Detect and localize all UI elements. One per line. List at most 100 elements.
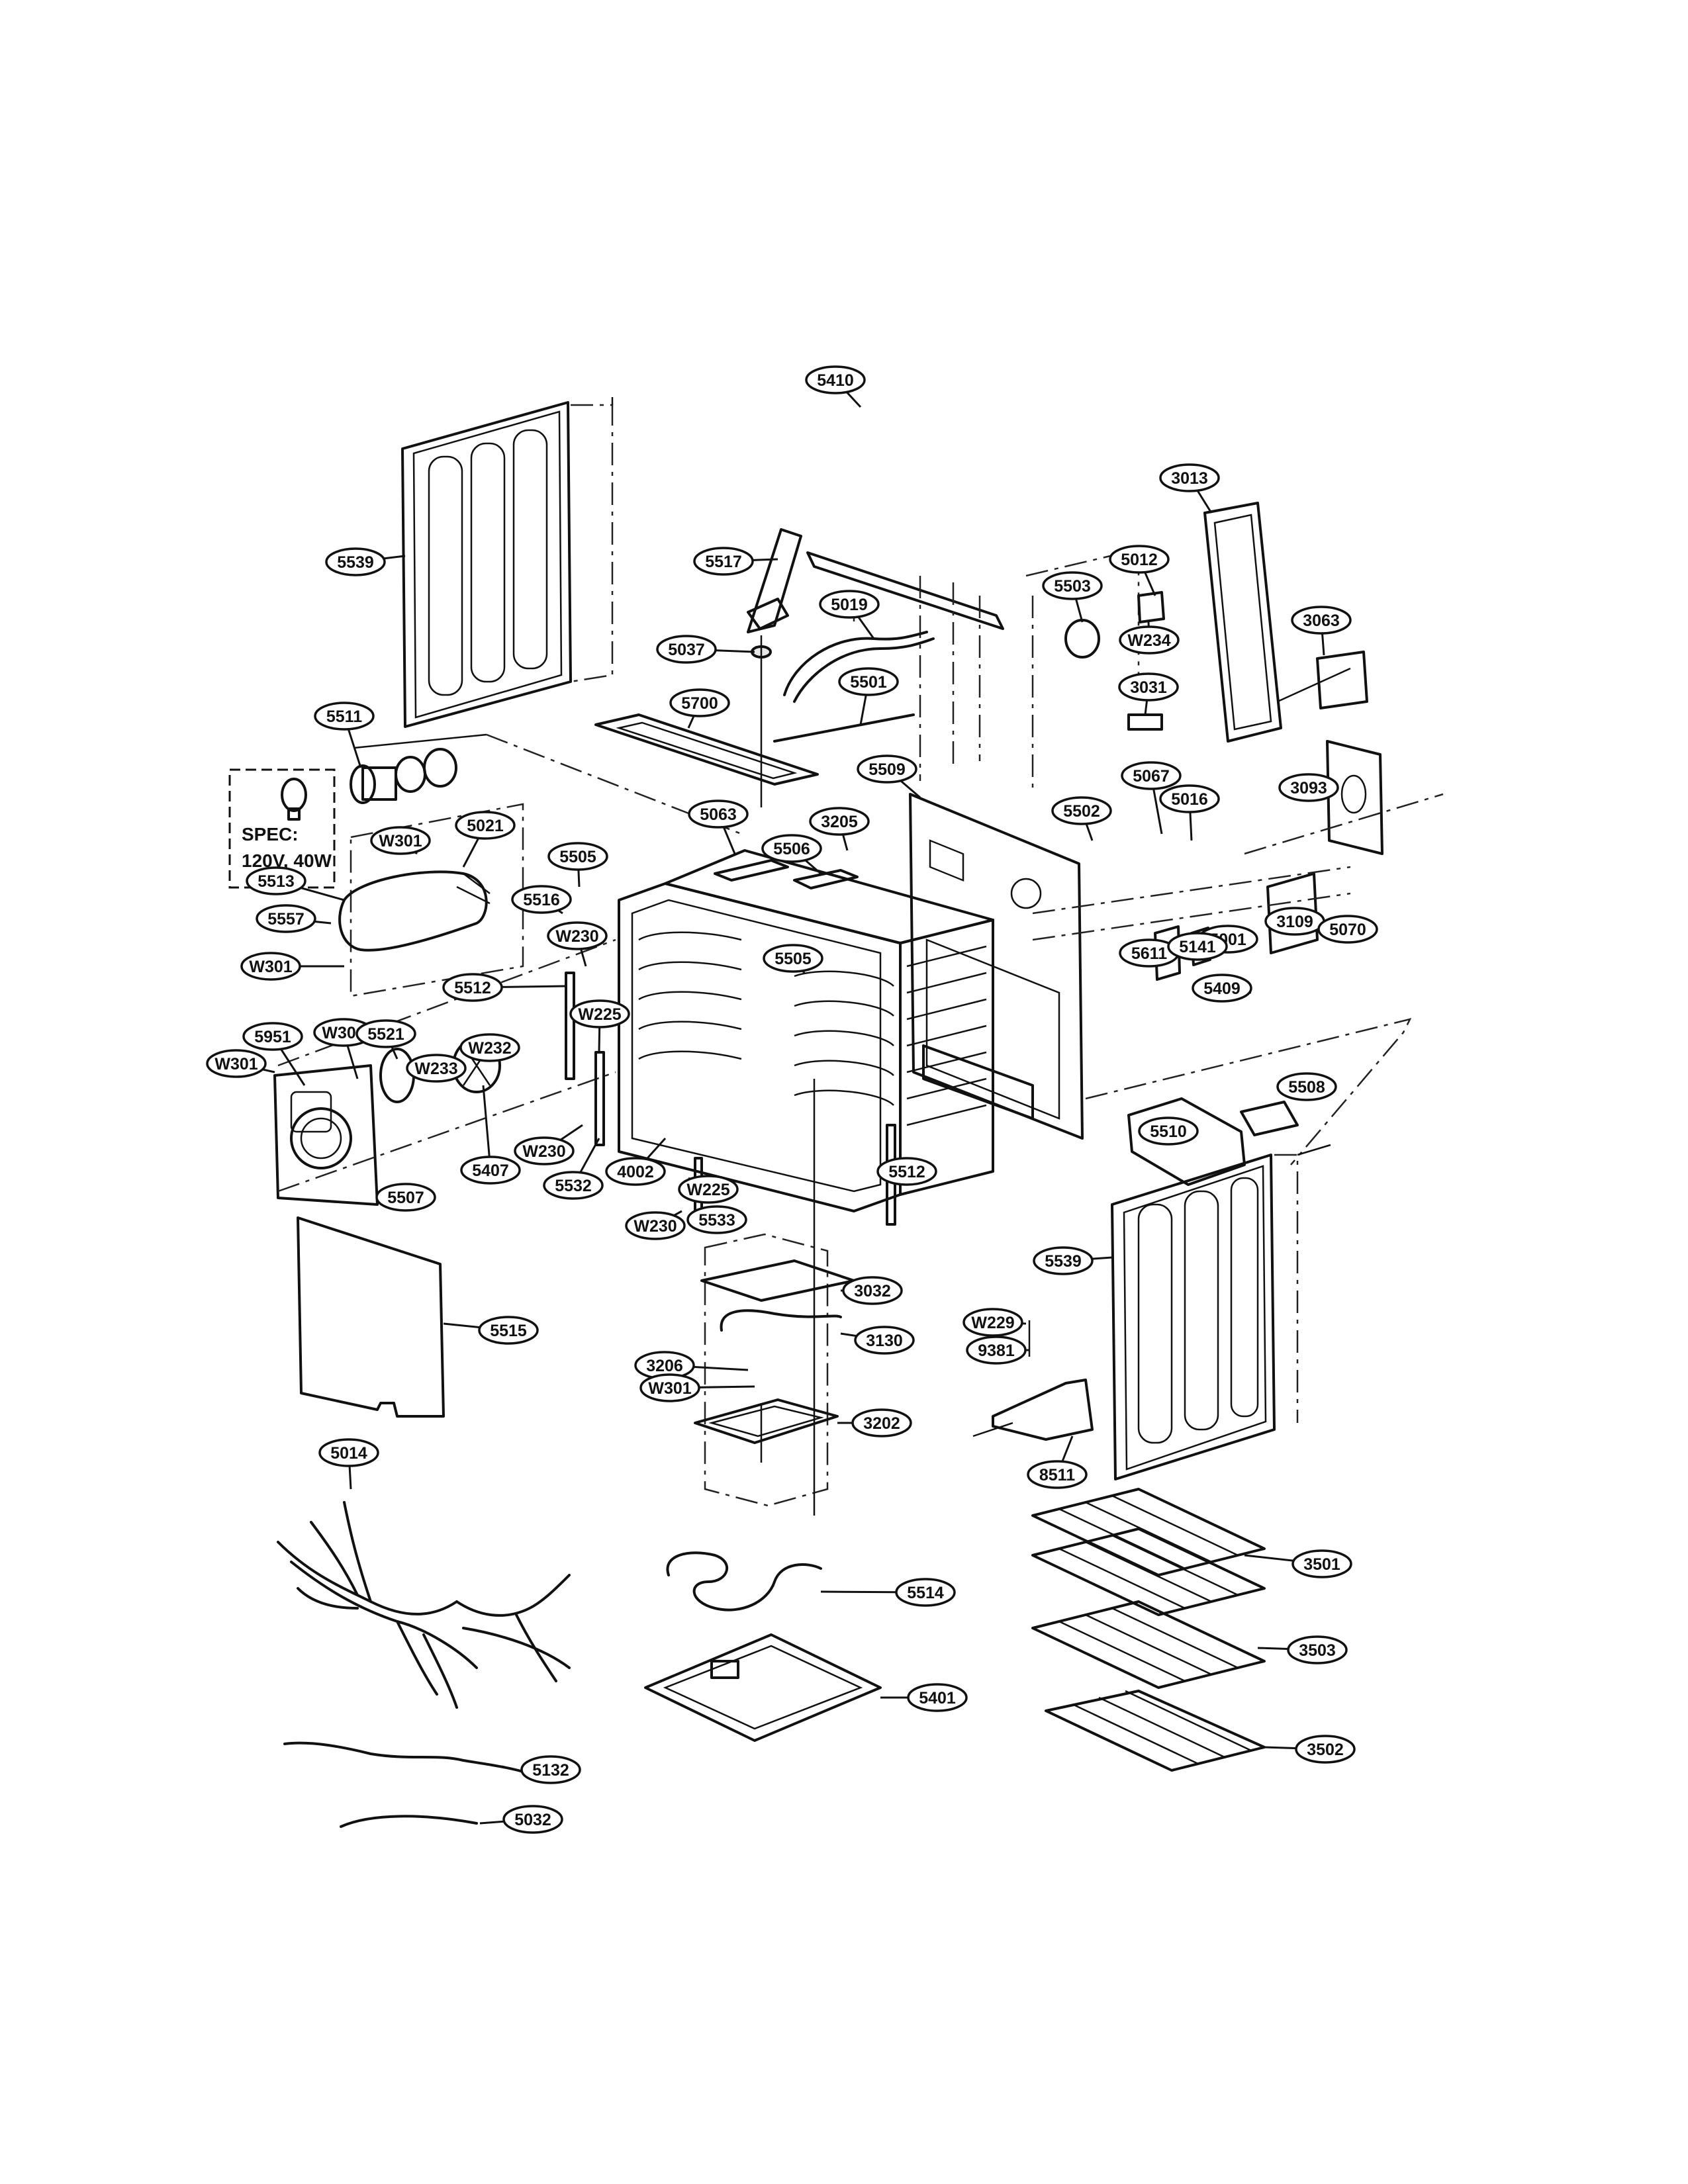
callout-label: 5700 bbox=[681, 694, 718, 713]
callout-5021: 5021 bbox=[455, 811, 516, 840]
callout-label: 3109 bbox=[1276, 913, 1313, 931]
callout-label: 5515 bbox=[490, 1322, 527, 1340]
main-wire-harness bbox=[277, 1501, 571, 1709]
callout-w301: W301 bbox=[206, 1049, 267, 1078]
callout-oval bbox=[478, 1316, 539, 1345]
callout-oval bbox=[1121, 761, 1182, 790]
callout-label: 5516 bbox=[523, 891, 560, 909]
callout-oval bbox=[502, 1805, 563, 1834]
callout-label: 5141 bbox=[1179, 938, 1216, 956]
callout-label: W230 bbox=[522, 1142, 565, 1161]
callout-w230: W230 bbox=[514, 1136, 575, 1165]
callout-label: 5409 bbox=[1203, 979, 1241, 998]
callout-oval bbox=[442, 973, 503, 1002]
callout-oval bbox=[1167, 932, 1228, 961]
callout-label: 3093 bbox=[1290, 779, 1327, 797]
callout-oval bbox=[639, 1373, 700, 1402]
callout-label: W301 bbox=[379, 832, 422, 850]
callout-label: 5511 bbox=[326, 707, 362, 726]
callout-oval bbox=[1295, 1735, 1356, 1764]
callout-oval bbox=[854, 1326, 915, 1355]
callout-oval bbox=[1291, 1549, 1352, 1578]
callout-label: 3502 bbox=[1307, 1741, 1344, 1759]
callout-oval bbox=[543, 1171, 604, 1200]
callout-w232: W232 bbox=[459, 1033, 520, 1062]
callout-4002: 4002 bbox=[605, 1157, 666, 1186]
top-plate bbox=[594, 713, 819, 786]
callout-label: W230 bbox=[555, 927, 598, 946]
callout-oval bbox=[1033, 1246, 1094, 1275]
callout-label: 4002 bbox=[617, 1163, 654, 1181]
callout-oval bbox=[246, 866, 306, 895]
callout-label: 3206 bbox=[646, 1357, 683, 1375]
callout-label: 5611 bbox=[1131, 944, 1167, 963]
side-panel-right bbox=[1111, 1144, 1331, 1480]
callout-5037: 5037 bbox=[656, 635, 717, 664]
callout-label: 3503 bbox=[1299, 1641, 1336, 1660]
callout-5132: 5132 bbox=[520, 1755, 581, 1784]
callout-3503: 3503 bbox=[1287, 1635, 1348, 1664]
rod-5501 bbox=[773, 713, 915, 743]
callout-9381: 9381 bbox=[966, 1336, 1027, 1365]
callout-oval bbox=[1159, 463, 1220, 492]
lamp-assembly bbox=[350, 733, 742, 835]
trim-5512-left bbox=[565, 972, 575, 1080]
callout-oval bbox=[514, 1136, 575, 1165]
callout-5410: 5410 bbox=[805, 365, 866, 394]
callout-label: 5951 bbox=[254, 1028, 291, 1046]
callout-3063: 3063 bbox=[1291, 606, 1352, 635]
callout-label: 5032 bbox=[514, 1811, 551, 1829]
callout-oval bbox=[1027, 1460, 1088, 1489]
callout-label: 5521 bbox=[367, 1025, 404, 1044]
callout-label: W234 bbox=[1127, 631, 1170, 650]
callout-oval bbox=[547, 842, 608, 871]
callout-5512: 5512 bbox=[876, 1157, 937, 1186]
callout-oval bbox=[1119, 625, 1180, 655]
callout-5509: 5509 bbox=[857, 754, 917, 784]
callout-5070: 5070 bbox=[1317, 915, 1378, 944]
callout-label: 5037 bbox=[668, 641, 705, 659]
callout-5514: 5514 bbox=[895, 1578, 956, 1607]
callout-5019: 5019 bbox=[819, 590, 880, 619]
callout-oval bbox=[1109, 545, 1170, 574]
callout-5502: 5502 bbox=[1051, 796, 1112, 825]
callout-oval bbox=[242, 1022, 303, 1051]
callout-5510: 5510 bbox=[1138, 1116, 1199, 1146]
callout-label: 5021 bbox=[467, 817, 504, 835]
callout-oval bbox=[206, 1049, 267, 1078]
callout-label: 3013 bbox=[1171, 469, 1208, 488]
callout-label: 5063 bbox=[700, 805, 737, 824]
callout-label: W301 bbox=[249, 958, 292, 976]
callout-w225: W225 bbox=[678, 1175, 739, 1204]
callout-label: 3063 bbox=[1303, 612, 1340, 630]
callout-5014: 5014 bbox=[318, 1438, 379, 1467]
callout-oval bbox=[1276, 1072, 1337, 1101]
callout-3205: 3205 bbox=[809, 807, 870, 836]
callout-5016: 5016 bbox=[1159, 784, 1220, 813]
callout-label: W225 bbox=[578, 1005, 621, 1024]
callout-5067: 5067 bbox=[1121, 761, 1182, 790]
callout-w230: W230 bbox=[625, 1211, 686, 1240]
power-cord bbox=[283, 1741, 531, 1775]
callout-oval bbox=[1192, 974, 1252, 1003]
right-duct bbox=[1203, 502, 1368, 743]
callout-label: 5132 bbox=[532, 1761, 569, 1780]
callout-label: 5507 bbox=[387, 1189, 424, 1207]
callout-3501: 3501 bbox=[1291, 1549, 1352, 1578]
spec-line-1: SPEC: bbox=[242, 824, 299, 844]
callout-3031: 3031 bbox=[1118, 672, 1179, 702]
callout-oval bbox=[406, 1054, 467, 1083]
callout-label: 3032 bbox=[854, 1282, 891, 1300]
callout-oval bbox=[1287, 1635, 1348, 1664]
callout-w301: W301 bbox=[370, 826, 431, 855]
callout-5611: 5611 bbox=[1119, 938, 1180, 968]
callout-label: 5502 bbox=[1063, 802, 1100, 821]
callout-3202: 3202 bbox=[851, 1408, 912, 1437]
callout-5505: 5505 bbox=[763, 944, 823, 973]
callout-label: 5019 bbox=[831, 596, 868, 614]
callout-oval bbox=[370, 826, 431, 855]
callout-3032: 3032 bbox=[842, 1276, 903, 1305]
callout-3109: 3109 bbox=[1264, 907, 1325, 936]
callout-oval bbox=[686, 1205, 747, 1234]
